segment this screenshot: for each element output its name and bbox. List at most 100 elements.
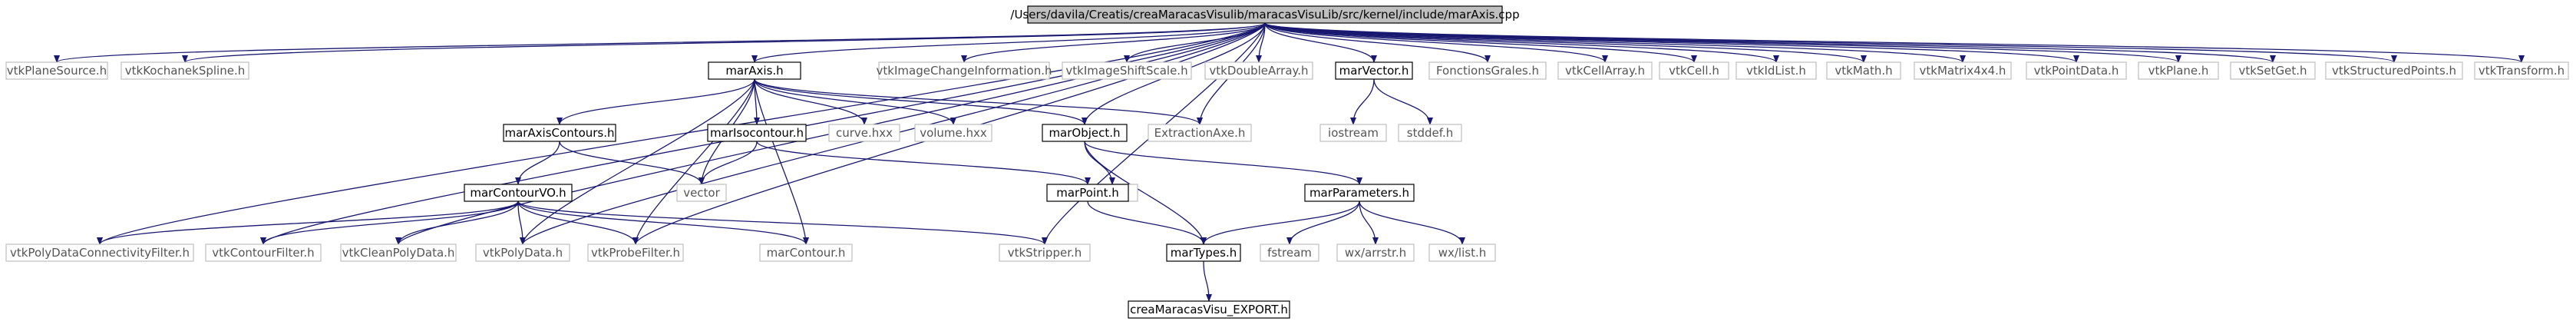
edge-marcontourvo-to-vtkpolydataconnectivityfilter [97,200,519,245]
node-box [464,184,573,202]
node-box [708,61,801,80]
node-maraxiscontours[interactable]: marAxisContours.h [503,124,616,142]
node-label: vtkPlane.h [2148,64,2209,78]
node-box [1336,244,1415,262]
node-box [2138,61,2219,80]
node-box [999,244,1091,262]
node-vtkcleanpolydata: vtkCleanPolyData.h [340,244,457,262]
node-box [1042,124,1128,142]
node-box [475,244,570,262]
node-creamaracasvisuexport[interactable]: creaMaracasVisu_EXPORT.h [1128,300,1290,319]
node-box [1148,124,1252,142]
node-label: wx/list.h [1438,246,1487,260]
node-box [205,244,322,262]
node-vtkkochanekspline: vtkKochanekSpline.h [121,61,249,80]
node-martypes[interactable]: marTypes.h [1166,244,1241,262]
node-fstream: fstream [1260,244,1319,262]
node-vtkimageshiftscale: vtkImageShiftScale.h [1062,61,1192,80]
node-box [707,124,807,142]
node-wxarrstr: wx/arrstr.h [1336,244,1415,262]
node-vtkcellarray: vtkCellArray.h [1557,61,1653,80]
node-box [1335,61,1413,80]
edge-root-to-vtkcell [1264,22,1697,63]
edge-root-to-fonctionsgrales [1264,22,1491,63]
node-label: stddef.h [1407,126,1453,140]
node-box [1826,61,1901,80]
node-box [587,244,684,262]
node-vtkidlist: vtkIdList.h [1735,61,1817,80]
node-label: vtkPolyData.h [483,246,563,260]
node-box [1204,61,1313,80]
node-label: vtkCellArray.h [1565,64,1645,78]
node-label: creaMaracasVisu_EXPORT.h [1130,303,1288,317]
node-label: vtkStripper.h [1008,246,1082,260]
edge-maraxis-to-extractionaxe [754,78,1203,125]
node-box [2325,61,2463,80]
node-box [2474,61,2569,80]
node-label: marVector.h [1339,64,1409,78]
node-vtkstripper: vtkStripper.h [999,244,1091,262]
node-vtkpolydata: vtkPolyData.h [475,244,570,262]
edge-marobject-to-marparameters [1084,141,1362,185]
edge-root-to-vtkidlist [1264,22,1779,63]
node-label: vtkDoubleArray.h [1209,64,1308,78]
edge-maraxis-to-volume [754,78,956,125]
node-label: marIsocontour.h [710,126,804,140]
edge-maraxis-to-marcontour [754,78,809,245]
node-label: FonctionsGrales.h [1436,64,1539,78]
edge-marcontourvo-to-vtkpolydata [517,200,526,245]
edge-maraxiscontours-to-vector [559,141,705,185]
edge-root-to-marvector [1264,22,1377,63]
node-stddef: stddef.h [1398,124,1462,142]
edge-marvector-to-iostream [1350,78,1375,125]
node-marcontourvo[interactable]: marContourVO.h [464,184,573,202]
node-marisocontour[interactable]: marIsocontour.h [707,124,807,142]
node-vtkpolydataconnectivityfilter: vtkPolyDataConnectivityFilter.h [5,244,194,262]
node-box [676,184,727,202]
node-extractionaxe: ExtractionAxe.h [1148,124,1252,142]
node-vtkdoublearray: vtkDoubleArray.h [1204,61,1313,80]
node-marparameters[interactable]: marParameters.h [1304,184,1415,202]
node-vector: vector [676,184,727,202]
edge-root-to-vtkkochanekspline [182,22,1266,63]
node-label: vtkKochanekSpline.h [125,64,245,78]
node-marpoint[interactable]: marPoint.h [1046,184,1129,202]
node-marobject[interactable]: marObject.h [1042,124,1128,142]
node-box [1304,184,1415,202]
edge-marparameters-to-wxarrstr [1359,200,1379,245]
node-root[interactable]: /Users/davila/Creatis/creaMaracasVisulib… [1010,5,1520,24]
node-vtksetget: vtkSetGet.h [2230,61,2316,80]
node-label: vtkImageShiftScale.h [1065,64,1187,78]
node-label: vtkImageChangeInformation.h [877,64,1052,78]
node-box [1062,61,1192,80]
edge-marcontourvo-to-vtkcontourfilter [260,200,519,245]
node-box [2026,61,2127,80]
node-box [340,244,457,262]
node-label: vtkMath.h [1835,64,1892,78]
node-iostream: iostream [1319,124,1387,142]
node-label: vtkContourFilter.h [212,246,314,260]
node-label: marAxis.h [725,64,783,78]
node-box [1557,61,1653,80]
node-vtkcontourfilter: vtkContourFilter.h [205,244,322,262]
edge-root-to-vtkplane [1264,22,2181,63]
node-volume: volume.hxx [914,124,992,142]
node-label: curve.hxx [836,126,893,140]
edge-martypes-to-creamaracasvisuexport [1203,260,1212,302]
node-box [828,124,900,142]
node-label: marContour.h [767,246,846,260]
node-box [1735,61,1817,80]
node-label: marObject.h [1049,126,1120,140]
node-maraxis[interactable]: marAxis.h [708,61,801,80]
node-vtkplane: vtkPlane.h [2138,61,2219,80]
node-label: fstream [1267,246,1312,260]
node-vtkcell: vtkCell.h [1659,61,1729,80]
edge-maraxis-to-vtkpolydata [520,78,755,245]
node-label: ExtractionAxe.h [1154,126,1246,140]
node-label: vtkMatrix4x4.h [1920,64,2006,78]
node-box [5,244,194,262]
node-marvector[interactable]: marVector.h [1335,61,1413,80]
edge-root-to-vtkmatrix4x4 [1264,22,1966,63]
node-vtkimagechangeinformation: vtkImageChangeInformation.h [877,61,1052,80]
